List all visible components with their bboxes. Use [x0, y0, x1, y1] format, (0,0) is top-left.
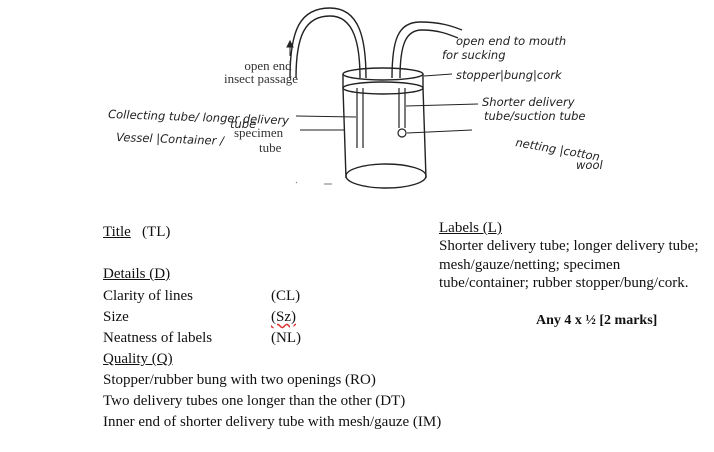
quality-heading: Quality (Q)	[103, 351, 173, 367]
title-row: Title (TL)	[103, 223, 170, 241]
specimen-label: specimen	[234, 125, 284, 140]
quality-item: Stopper/rubber bung with two openings (R…	[103, 372, 376, 388]
sucking-label: for sucking	[442, 48, 506, 62]
details-item-label: Size	[103, 309, 129, 325]
mouth-end-label: open end to mouth	[456, 34, 566, 48]
collecting-tube-label-2: tube	[230, 117, 256, 131]
stopper-label: stopper|bung|cork	[456, 68, 563, 82]
delivery-tubes	[289, 7, 463, 79]
pooter-diagram: open end insect passage specimen tube op…	[108, 7, 603, 189]
suction-tube-label: tube/suction tube	[484, 109, 586, 123]
vessel-label: Vessel |Container /	[116, 130, 225, 148]
details-item-code: (NL)	[271, 330, 301, 346]
title-label: Title	[103, 224, 131, 240]
inner-tubes	[356, 88, 407, 148]
details-heading: Details (D)	[103, 266, 171, 282]
specimen-container	[342, 87, 427, 189]
details-item-code: (CL)	[271, 288, 301, 304]
label-lines	[295, 73, 479, 134]
marks-allocation: Any 4 x ½ [2 marks]	[536, 313, 658, 328]
details-item-code: (Sz)	[271, 309, 296, 325]
tube-label: tube	[259, 140, 282, 155]
scan-specks	[295, 181, 332, 185]
insect-passage-arrow	[286, 39, 294, 56]
labels-heading: Labels (L)	[439, 220, 502, 236]
wool-label: wool	[576, 158, 603, 172]
open-end-label: open end	[244, 58, 292, 73]
collecting-tube-label: Collecting tube/ longer delivery	[108, 107, 290, 127]
details-item-label: Clarity of lines	[103, 288, 193, 304]
quality-item: Inner end of shorter delivery tube with …	[103, 414, 442, 430]
insect-passage-label: insect passage	[224, 71, 298, 86]
quality-item: Two delivery tubes one longer than the o…	[103, 393, 406, 409]
shorter-tube-label: Shorter delivery	[482, 95, 575, 109]
stopper	[342, 67, 424, 95]
labels-text: Shorter delivery tube; longer delivery t…	[439, 238, 699, 291]
details-item-label: Neatness of labels	[103, 330, 213, 346]
title-code: (TL)	[142, 224, 171, 240]
